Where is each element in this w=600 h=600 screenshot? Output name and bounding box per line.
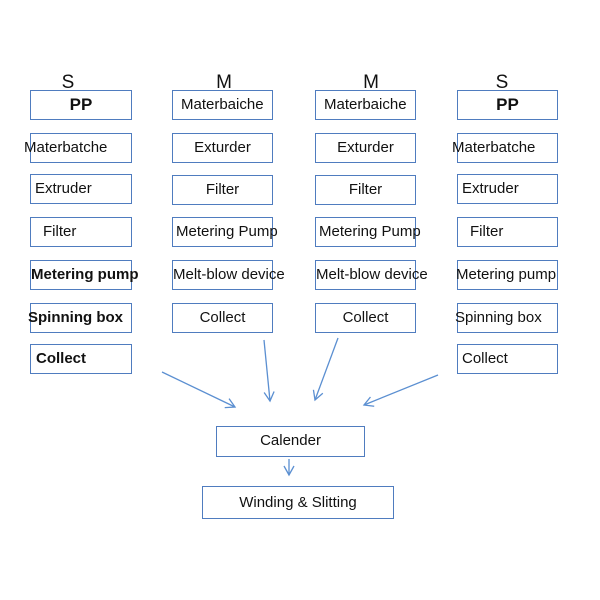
col3-step-melt-blow-device: Melt-blow device: [315, 260, 428, 290]
col4-step-extruder: Extruder: [457, 174, 558, 204]
col2-step-extruder: Exturder: [172, 133, 273, 163]
arrow-col4-to-calender: [362, 374, 439, 407]
arrow-col1-to-calender: [161, 371, 237, 409]
column-3-header: M: [363, 72, 379, 93]
col1-step-metering-pump: Metering pump: [30, 260, 139, 290]
col1-step-spinning-box: Spinning box: [28, 303, 132, 333]
col2-step-filter: Filter: [172, 175, 273, 205]
col2-step-melt-blow-device: Melt-blow device: [172, 260, 285, 290]
col2-step-metering-pump: Metering Pump: [172, 217, 278, 247]
col3-step-collect: Collect: [315, 303, 416, 333]
col3-step-filter: Filter: [315, 175, 416, 205]
col1-step-collect: Collect: [30, 344, 132, 374]
col1-step-pp: PP: [30, 90, 132, 120]
column-2-header: M: [216, 72, 232, 93]
col4-step-collect: Collect: [457, 344, 558, 374]
col1-step-filter: Filter: [30, 217, 132, 247]
col4-step-masterbatch: Materbatche: [452, 133, 558, 163]
winding-slitting-step: Winding & Slitting: [202, 486, 394, 519]
col2-step-collect: Collect: [172, 303, 273, 333]
col4-step-spinning-box: Spinning box: [455, 303, 558, 333]
arrow-col3-to-calender: [312, 337, 339, 402]
column-1-header: S: [61, 72, 75, 93]
col2-step-masterbatch: Materbaiche: [172, 90, 273, 120]
col3-step-metering-pump: Metering Pump: [315, 217, 421, 247]
arrow-col2-to-calender: [263, 339, 275, 403]
calender-step: Calender: [216, 426, 365, 457]
col4-step-filter: Filter: [457, 217, 558, 247]
col3-step-masterbatch: Materbaiche: [315, 90, 416, 120]
col3-step-extruder: Exturder: [315, 133, 416, 163]
col4-step-pp: PP: [457, 90, 558, 120]
col1-step-masterbatch: Materbatche: [24, 133, 132, 163]
col1-step-extruder: Extruder: [30, 174, 132, 204]
column-4-header: S: [495, 72, 509, 93]
col4-step-metering-pump: Metering pump: [456, 260, 558, 290]
